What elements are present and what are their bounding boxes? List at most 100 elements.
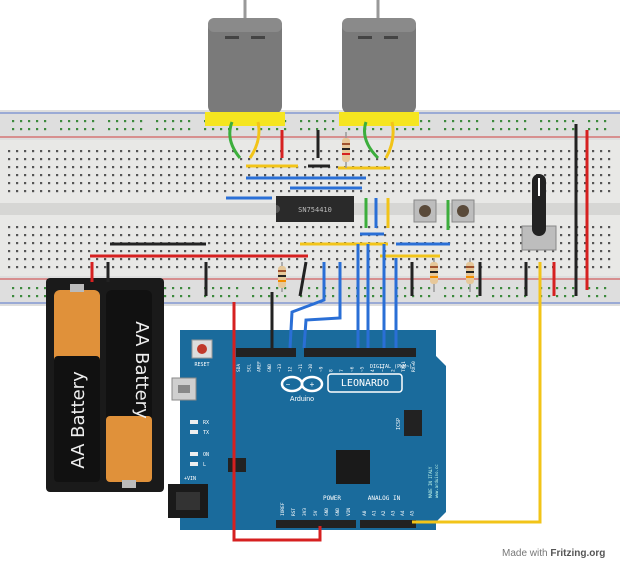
breadboard-hole — [12, 120, 15, 123]
breadboard-hole — [296, 190, 299, 193]
breadboard-hole — [264, 250, 267, 253]
breadboard-hole — [208, 150, 211, 153]
breadboard-hole — [384, 234, 387, 237]
breadboard-hole — [556, 128, 559, 131]
breadboard-hole — [216, 226, 219, 229]
pin-label: A2 — [381, 510, 387, 516]
breadboard-hole — [596, 128, 599, 131]
breadboard-hole — [480, 226, 483, 229]
breadboard-hole — [144, 150, 147, 153]
breadboard-hole — [592, 258, 595, 261]
breadboard-hole — [512, 182, 515, 185]
l-led — [190, 462, 198, 466]
breadboard-hole — [452, 295, 455, 298]
breadboard-hole — [552, 250, 555, 253]
pin-label: 7 — [339, 369, 345, 372]
breadboard-hole — [128, 182, 131, 185]
breadboard-hole — [168, 158, 171, 161]
breadboard-hole — [56, 174, 59, 177]
breadboard-hole — [464, 266, 467, 269]
breadboard-hole — [160, 158, 163, 161]
breadboard-hole — [352, 226, 355, 229]
breadboard-hole — [464, 190, 467, 193]
breadboard-hole — [536, 166, 539, 169]
breadboard-hole — [360, 158, 363, 161]
breadboard-hole — [560, 266, 563, 269]
breadboard-hole — [124, 128, 127, 131]
breadboard-hole — [288, 266, 291, 269]
breadboard-hole — [392, 190, 395, 193]
breadboard-hole — [528, 258, 531, 261]
breadboard-hole — [472, 150, 475, 153]
pin-label: TX▸1 — [401, 361, 407, 372]
breadboard-hole — [344, 174, 347, 177]
motor-left-lead-green — [228, 121, 242, 159]
breadboard-hole — [424, 226, 427, 229]
breadboard-hole — [416, 234, 419, 237]
breadboard-hole — [112, 258, 115, 261]
breadboard-hole — [336, 182, 339, 185]
breadboard-hole — [200, 174, 203, 177]
breadboard-hole — [420, 120, 423, 123]
breadboard-hole — [416, 174, 419, 177]
breadboard-hole — [136, 190, 139, 193]
breadboard-hole — [208, 182, 211, 185]
breadboard-hole — [608, 234, 611, 237]
breadboard-hole — [568, 174, 571, 177]
breadboard-hole — [176, 182, 179, 185]
breadboard-hole — [512, 190, 515, 193]
breadboard-hole — [408, 234, 411, 237]
breadboard-hole — [80, 174, 83, 177]
breadboard-hole — [464, 226, 467, 229]
breadboard-hole — [48, 226, 51, 229]
breadboard-hole — [468, 295, 471, 298]
breadboard-hole — [32, 234, 35, 237]
breadboard-hole — [240, 158, 243, 161]
pin-label: 12 — [288, 366, 294, 372]
breadboard-hole — [280, 258, 283, 261]
breadboard-hole — [380, 295, 383, 298]
breadboard-hole — [176, 174, 179, 177]
breadboard-hole — [380, 287, 383, 290]
breadboard-hole — [472, 226, 475, 229]
breadboard-hole — [24, 242, 27, 245]
breadboard-hole — [288, 182, 291, 185]
breadboard-hole — [372, 128, 375, 131]
breadboard-hole — [296, 250, 299, 253]
breadboard-hole — [208, 266, 211, 269]
breadboard-hole — [132, 128, 135, 131]
breadboard-hole — [336, 250, 339, 253]
breadboard-hole — [164, 128, 167, 131]
l-label: L — [203, 462, 206, 468]
breadboard-hole — [488, 226, 491, 229]
breadboard-hole — [404, 128, 407, 131]
breadboard-hole — [348, 128, 351, 131]
breadboard-hole — [112, 150, 115, 153]
breadboard-hole — [104, 266, 107, 269]
breadboard-hole — [536, 150, 539, 153]
breadboard-hole — [360, 250, 363, 253]
breadboard-hole — [208, 258, 211, 261]
breadboard-hole — [504, 258, 507, 261]
breadboard-hole — [280, 158, 283, 161]
breadboard-hole — [552, 182, 555, 185]
model-name: LEONARDO — [341, 378, 389, 389]
breadboard-hole — [116, 120, 119, 123]
breadboard-hole — [564, 295, 567, 298]
breadboard-hole — [168, 190, 171, 193]
breadboard-hole — [112, 266, 115, 269]
breadboard-hole — [320, 158, 323, 161]
breadboard-hole — [16, 226, 19, 229]
breadboard-hole — [36, 295, 39, 298]
breadboard-hole — [72, 166, 75, 169]
breadboard-hole — [216, 174, 219, 177]
breadboard-hole — [312, 174, 315, 177]
breadboard-hole — [400, 234, 403, 237]
breadboard-hole — [456, 226, 459, 229]
breadboard-hole — [88, 166, 91, 169]
breadboard-hole — [304, 258, 307, 261]
breadboard-hole — [288, 250, 291, 253]
breadboard-hole — [352, 150, 355, 153]
breadboard-hole — [452, 287, 455, 290]
breadboard-hole — [36, 287, 39, 290]
